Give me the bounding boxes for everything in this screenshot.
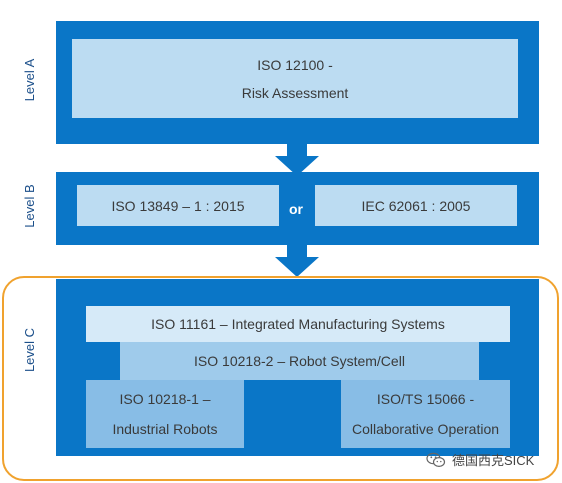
level-a-label: Level A <box>22 58 37 102</box>
watermark-text: 德国西克SICK <box>452 453 535 468</box>
level-c-top-box: ISO 11161 – Integrated Manufacturing Sys… <box>86 306 510 342</box>
level-b-or: or <box>289 201 303 217</box>
level-c-bottom-right-line1: ISO/TS 15066 - <box>376 391 475 407</box>
level-b-right-box: IEC 62061 : 2005 <box>315 185 517 226</box>
level-c-top-text: ISO 11161 – Integrated Manufacturing Sys… <box>151 316 445 332</box>
level-a-line2: Risk Assessment <box>241 84 349 101</box>
level-c-bottom-left-line2: Industrial Robots <box>112 421 218 437</box>
level-a-line1: ISO 12100 - <box>257 56 333 73</box>
level-b-left-text: ISO 13849 – 1 : 2015 <box>111 197 245 214</box>
level-c-bottom-left-line1: ISO 10218-1 – <box>119 391 211 407</box>
arrow-b-to-c <box>275 241 319 277</box>
level-b-right-text: IEC 62061 : 2005 <box>361 197 471 214</box>
level-c-middle-text: ISO 10218-2 – Robot System/Cell <box>194 353 405 369</box>
watermark: 德国西克SICK <box>426 450 534 469</box>
level-c-middle-box: ISO 10218-2 – Robot System/Cell <box>120 342 479 380</box>
level-c-highlight <box>2 276 559 481</box>
level-b-label: Level B <box>22 184 37 228</box>
level-c-bottom-right-line2: Collaborative Operation <box>351 421 500 437</box>
level-a-box: ISO 12100 - Risk Assessment <box>72 39 518 118</box>
arrow-a-to-b <box>275 140 319 176</box>
wechat-icon <box>426 452 446 467</box>
level-c-bottom-right-box: ISO/TS 15066 - Collaborative Operation <box>341 380 510 448</box>
level-b-left-box: ISO 13849 – 1 : 2015 <box>77 185 279 226</box>
level-c-bottom-left-box: ISO 10218-1 – Industrial Robots <box>86 380 244 448</box>
